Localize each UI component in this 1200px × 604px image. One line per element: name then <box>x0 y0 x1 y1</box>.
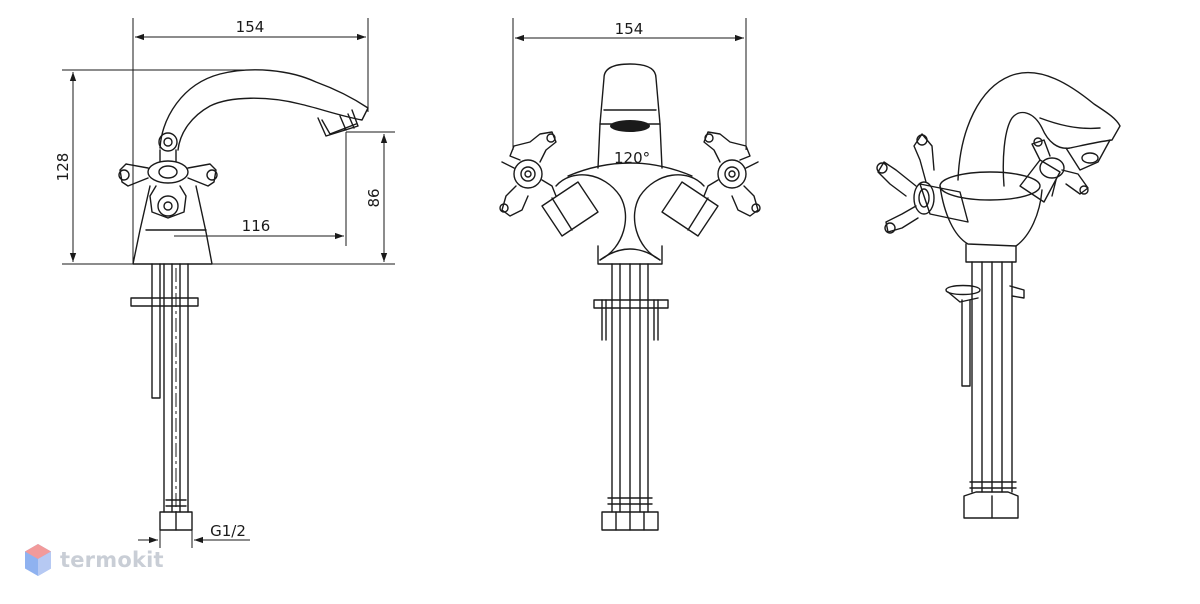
dim-width-154-label: 154 <box>236 18 265 36</box>
perspective-view <box>876 71 1121 519</box>
left-cross-handle <box>499 131 557 217</box>
perspective-spout <box>957 71 1121 187</box>
logo-hexagon-icon <box>25 544 51 576</box>
thread-label: G1/2 <box>210 522 246 540</box>
front-spout <box>599 63 661 125</box>
logo-wordmark: termokit <box>60 548 164 572</box>
front-view: 154 120° <box>499 18 761 531</box>
spout <box>159 69 369 151</box>
dim-front-width-label: 154 <box>615 20 644 38</box>
dim-spout-86-label: 86 <box>365 188 383 207</box>
dim-reach-116-label: 116 <box>242 217 271 235</box>
side-view: 154 128 86 116 <box>54 18 395 548</box>
dim-height-128-label: 128 <box>54 153 72 182</box>
perspective-nuts <box>963 491 1019 519</box>
right-cross-handle <box>703 131 761 217</box>
termokit-logo: termokit <box>24 540 164 580</box>
